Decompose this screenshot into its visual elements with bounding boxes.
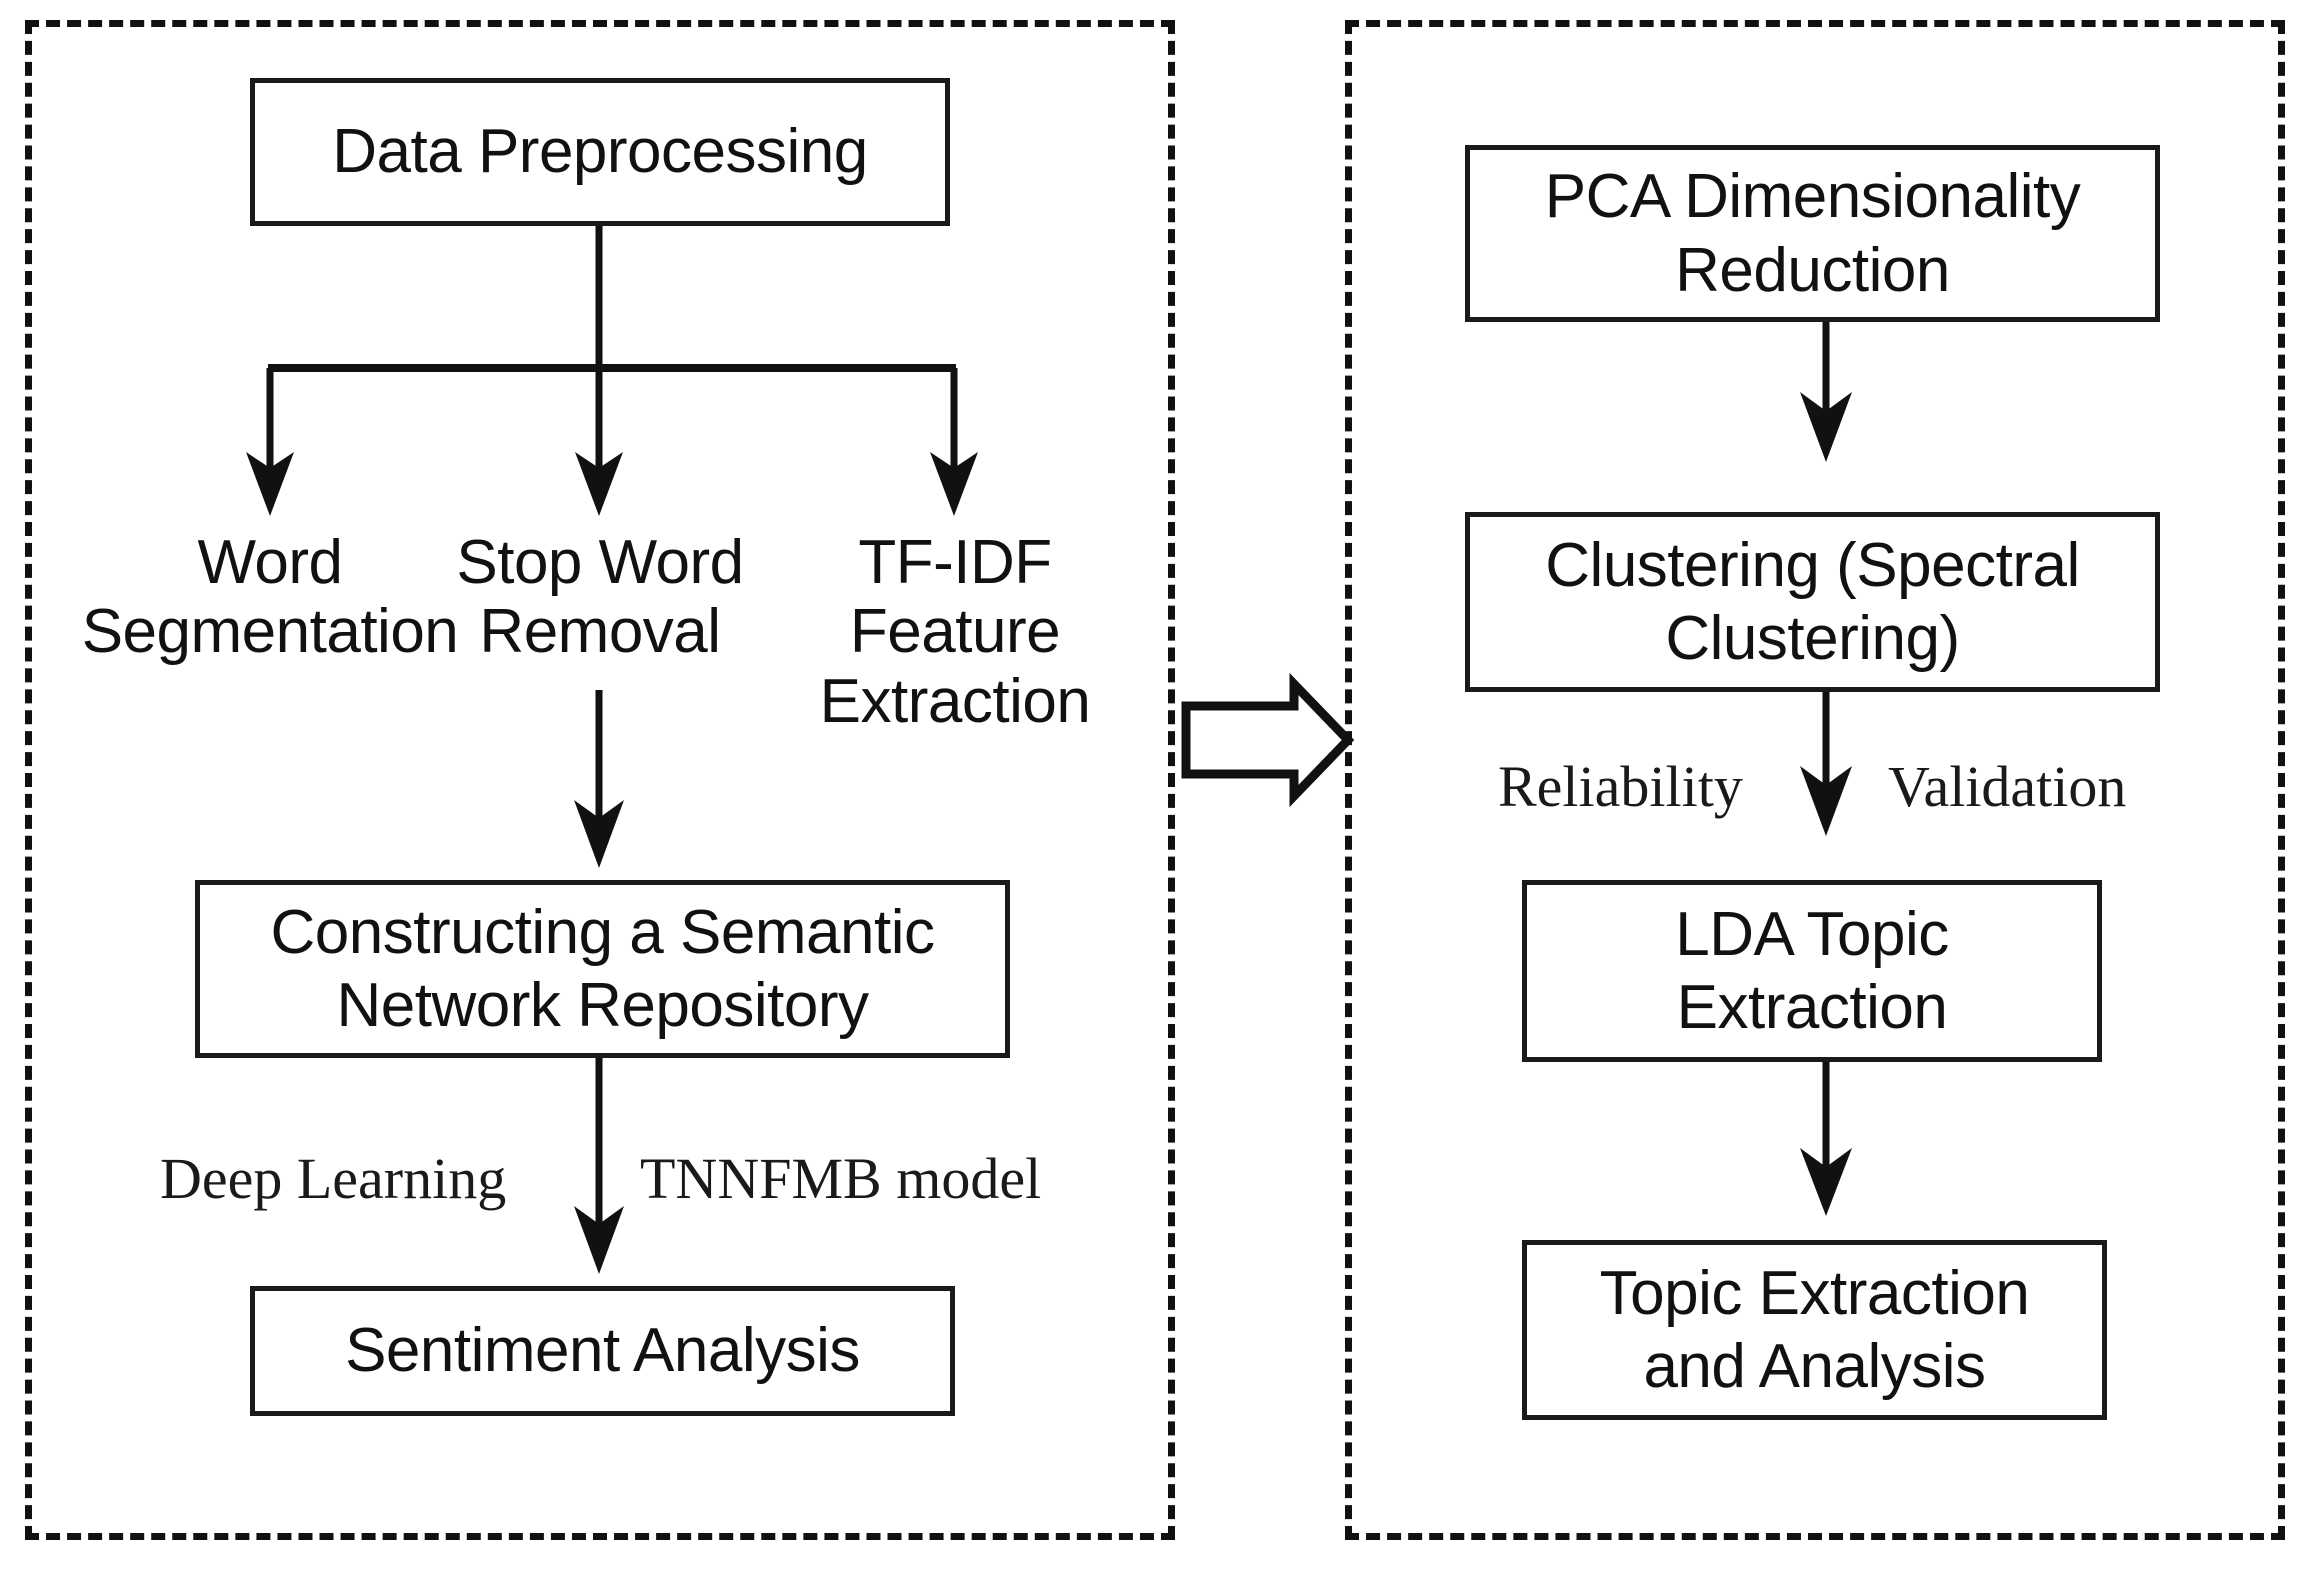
edge-note-reliability: Reliability <box>1498 754 1743 819</box>
node-spectral-clustering[interactable]: Clustering (Spectral Clustering) <box>1465 512 2160 692</box>
node-lda-topic-extraction-label: LDA Topic Extraction <box>1675 899 1949 1042</box>
node-pca-dimensionality-reduction-label: PCA Dimensionality Reduction <box>1544 162 2081 305</box>
edge-note-deep-learning: Deep Learning <box>160 1146 507 1211</box>
node-topic-extraction-and-analysis-label: Topic Extraction and Analysis <box>1599 1258 2030 1401</box>
node-lda-topic-extraction[interactable]: LDA Topic Extraction <box>1522 880 2102 1062</box>
stage-transition-arrow-shape <box>1181 672 1355 808</box>
stage-one-panel <box>25 20 1175 1540</box>
node-semantic-network-repository-label: Constructing a Semantic Network Reposito… <box>270 897 935 1040</box>
edge-note-tnnfmb-model: TNNFMB model <box>640 1146 1042 1211</box>
step-word-segmentation: Word Segmentation <box>81 528 459 667</box>
node-spectral-clustering-label: Clustering (Spectral Clustering) <box>1545 530 2080 673</box>
node-data-preprocessing-label: Data Preprocessing <box>332 117 868 187</box>
step-tfidf-feature-extraction: TF-IDF Feature Extraction <box>819 528 1091 736</box>
node-sentiment-analysis-label: Sentiment Analysis <box>345 1316 860 1386</box>
step-stop-word-removal: Stop Word Removal <box>456 528 744 667</box>
node-sentiment-analysis[interactable]: Sentiment Analysis <box>250 1286 955 1416</box>
node-semantic-network-repository[interactable]: Constructing a Semantic Network Reposito… <box>195 880 1010 1058</box>
node-data-preprocessing[interactable]: Data Preprocessing <box>250 78 950 226</box>
node-pca-dimensionality-reduction[interactable]: PCA Dimensionality Reduction <box>1465 145 2160 322</box>
node-topic-extraction-and-analysis[interactable]: Topic Extraction and Analysis <box>1522 1240 2107 1420</box>
edge-note-validation: Validation <box>1888 754 2127 819</box>
